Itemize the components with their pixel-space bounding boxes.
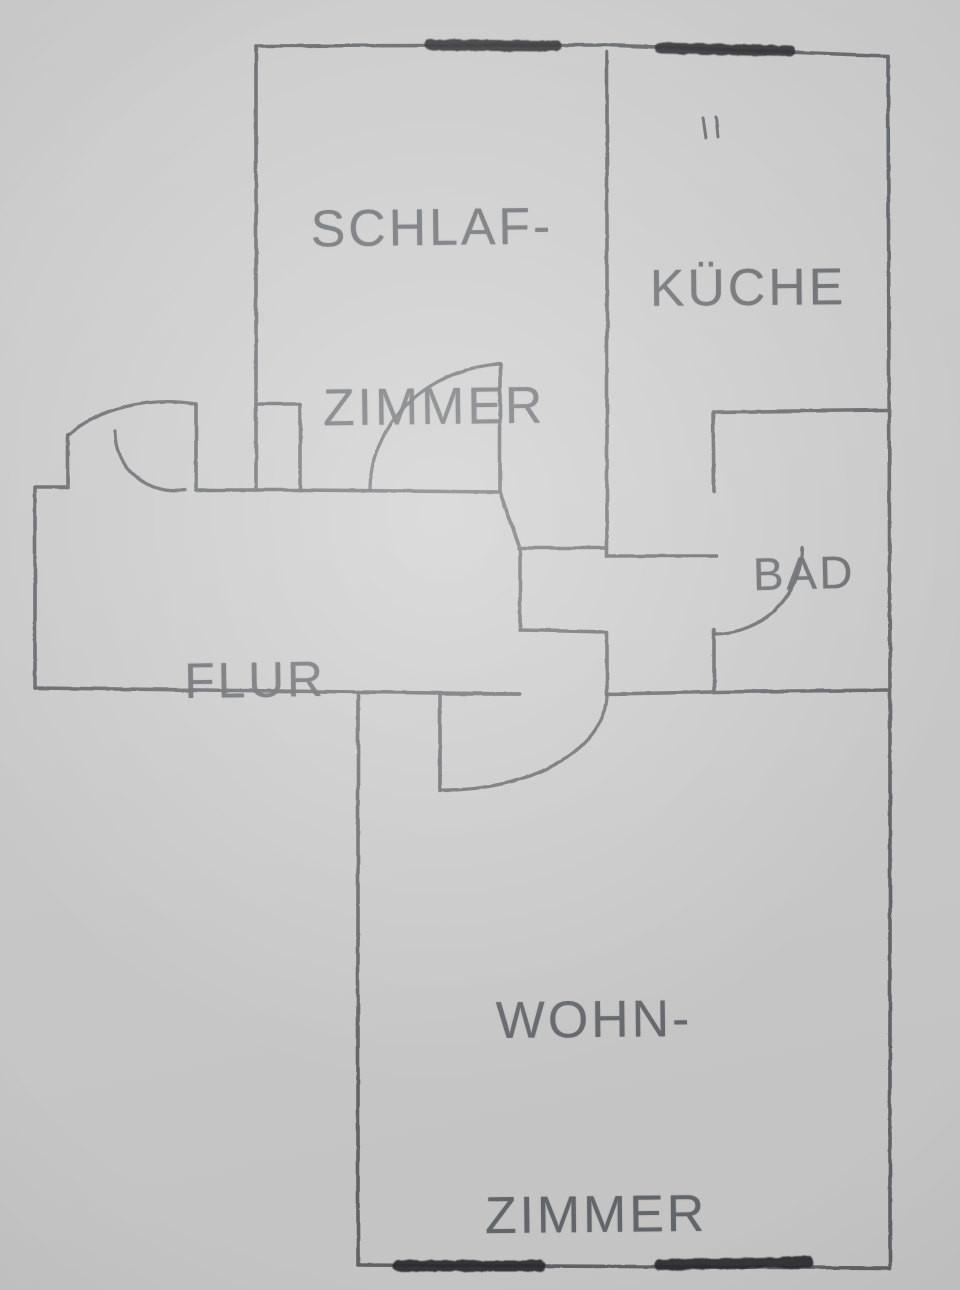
wall-core-lower-right [518, 628, 609, 634]
room-label-schlafzimmer-line2: ZIMMER [322, 376, 546, 438]
door-schlafzimmer-arc [368, 362, 502, 492]
room-label-wohnzimmer-line2: ZIMMER [484, 1184, 708, 1245]
room-label-kueche: KÜCHE [613, 147, 883, 430]
umlaut-tick-right [714, 115, 720, 139]
wall-bath-bottom [712, 688, 892, 694]
wall-core-bottom [605, 690, 716, 696]
door-flur-left-inner-arc [113, 429, 187, 493]
window-kueche-top [654, 42, 796, 57]
door-wohnzimmer-arc [441, 692, 609, 792]
room-label-wohnzimmer: WOHN- ZIMMER [438, 878, 753, 1290]
room-label-kueche-line1: KÜCHE [649, 258, 847, 319]
room-label-flur: FLUR [138, 543, 372, 817]
room-label-schlafzimmer: SCHLAF- ZIMMER [265, 86, 601, 549]
room-label-flur-line1: FLUR [183, 650, 327, 710]
wall-core-upper-diag [498, 490, 522, 550]
windows-group [392, 39, 814, 1272]
wall-flur-bottom [33, 686, 360, 694]
window-schlafzimmer-top [424, 39, 562, 52]
wall-bath-left [711, 410, 716, 494]
room-label-schlafzimmer-line1: SCHLAF- [310, 197, 554, 259]
window-wohnzimmer-bottom-right [654, 1256, 814, 1271]
umlaut-tick-left [701, 116, 708, 140]
walls-group [33, 43, 892, 1270]
wall-flur-top-right [298, 488, 502, 494]
room-label-bad: BAD [731, 448, 877, 700]
umlaut-dots-icon [701, 115, 720, 140]
room-label-bad-line1: BAD [752, 546, 856, 601]
wall-bath-top [711, 408, 890, 414]
door-entrance-arc [66, 400, 198, 437]
wall-outer-right [886, 54, 892, 692]
door-bad-arc [714, 546, 804, 636]
room-label-wohnzimmer-line1: WOHN- [495, 990, 693, 1051]
door-swings-group [66, 362, 804, 792]
